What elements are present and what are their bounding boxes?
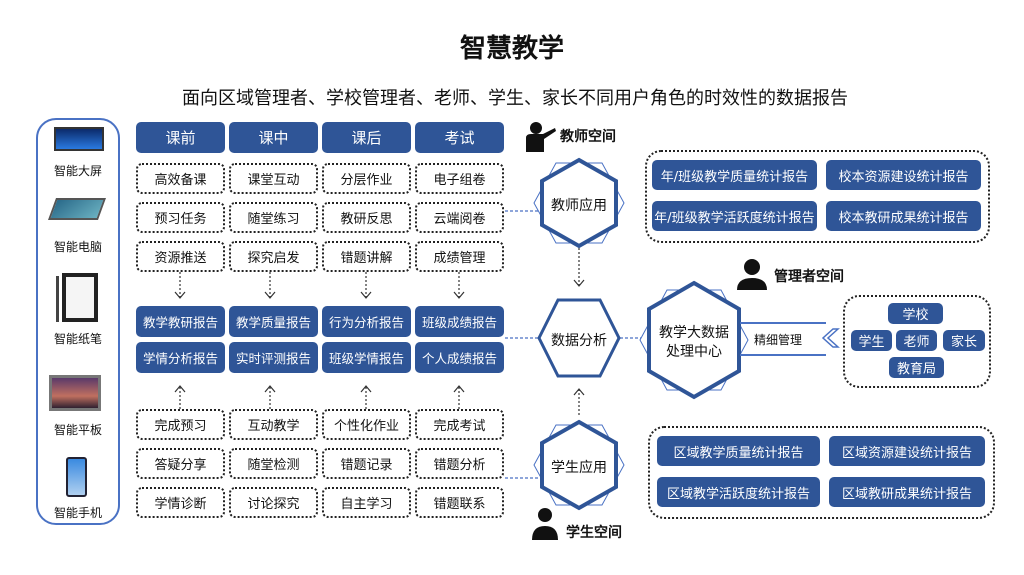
device-label: 智能手机 bbox=[53, 506, 102, 520]
student-function-item[interactable]: 完成预习 bbox=[136, 409, 225, 440]
teacher-function-item[interactable]: 云端阅卷 bbox=[415, 202, 504, 233]
role-button[interactable]: 学校 bbox=[888, 303, 943, 324]
up-arrows bbox=[179, 387, 460, 411]
phase-header[interactable]: 考试 bbox=[415, 122, 504, 153]
device-label: 智能纸笔 bbox=[53, 332, 102, 346]
student-function-item[interactable]: 错题分析 bbox=[415, 448, 504, 479]
device-panel bbox=[36, 118, 120, 525]
report-item[interactable]: 教学质量报告 bbox=[229, 306, 318, 337]
phase-header[interactable]: 课中 bbox=[229, 122, 318, 153]
manager-icon bbox=[737, 259, 767, 290]
report-item[interactable]: 班级学情报告 bbox=[322, 342, 411, 373]
teacher-function-item[interactable]: 教研反思 bbox=[322, 202, 411, 233]
role-button[interactable]: 老师 bbox=[896, 330, 937, 351]
teacher-function-item[interactable]: 错题讲解 bbox=[322, 241, 411, 272]
roles-panel bbox=[843, 295, 991, 388]
region-reports-panel bbox=[648, 426, 995, 519]
teacher-app-label[interactable]: 教师应用 bbox=[551, 198, 607, 214]
teacher-function-item[interactable]: 成绩管理 bbox=[415, 241, 504, 272]
report-item[interactable]: 教学教研报告 bbox=[136, 306, 225, 337]
down-arrows bbox=[179, 272, 460, 297]
smart-pen-image bbox=[56, 276, 59, 322]
teacher-function-item[interactable]: 资源推送 bbox=[136, 241, 225, 272]
chevron-left-icon bbox=[821, 328, 840, 348]
report-item[interactable]: 学情分析报告 bbox=[136, 342, 225, 373]
student-function-item[interactable]: 随堂检测 bbox=[229, 448, 318, 479]
teacher-report-button[interactable]: 校本资源建设统计报告 bbox=[826, 160, 981, 190]
teacher-report-button[interactable]: 年/班级教学质量统计报告 bbox=[652, 160, 817, 190]
device-label: 智能平板 bbox=[53, 423, 102, 437]
teacher-function-item[interactable]: 分层作业 bbox=[322, 163, 411, 194]
e-paper-image bbox=[62, 273, 98, 322]
teacher-report-button[interactable]: 校本教研成果统计报告 bbox=[826, 201, 981, 231]
dashed-links bbox=[505, 210, 648, 479]
smart-screen-image bbox=[54, 127, 104, 151]
student-icon bbox=[532, 508, 558, 540]
student-function-item[interactable]: 错题联系 bbox=[415, 487, 504, 518]
teacher-app-hex bbox=[540, 157, 618, 249]
report-item[interactable]: 班级成绩报告 bbox=[415, 306, 504, 337]
report-item[interactable]: 个人成绩报告 bbox=[415, 342, 504, 373]
role-button[interactable]: 家长 bbox=[943, 330, 985, 351]
teacher-function-item[interactable]: 高效备课 bbox=[136, 163, 225, 194]
fine-management-label: 精细管理 bbox=[754, 333, 803, 347]
teacher-reports-panel bbox=[645, 150, 990, 243]
role-button[interactable]: 教育局 bbox=[889, 357, 944, 378]
student-function-item[interactable]: 完成考试 bbox=[415, 409, 504, 440]
data-center-hex bbox=[647, 280, 741, 400]
phase-header[interactable]: 课前 bbox=[136, 122, 225, 153]
student-app-hex bbox=[540, 419, 618, 511]
student-function-item[interactable]: 自主学习 bbox=[322, 487, 411, 518]
student-space-label: 学生空间 bbox=[566, 525, 622, 541]
report-item[interactable]: 行为分析报告 bbox=[322, 306, 411, 337]
device-label: 智能大屏 bbox=[53, 164, 102, 178]
student-function-item[interactable]: 答疑分享 bbox=[136, 448, 225, 479]
student-function-item[interactable]: 个性化作业 bbox=[322, 409, 411, 440]
region-report-button[interactable]: 区域资源建设统计报告 bbox=[829, 436, 985, 466]
data-analysis-hex bbox=[537, 298, 621, 378]
page-subtitle: 面向区域管理者、学校管理者、老师、学生、家长不同用户角色的时效性的数据报告 bbox=[182, 88, 848, 109]
student-app-label[interactable]: 学生应用 bbox=[551, 460, 607, 476]
region-report-button[interactable]: 区域教学活跃度统计报告 bbox=[657, 477, 820, 507]
data-center-label-1[interactable]: 教学大数据 bbox=[659, 325, 729, 341]
phase-header[interactable]: 课后 bbox=[322, 122, 411, 153]
device-label: 智能电脑 bbox=[53, 240, 102, 254]
teacher-function-item[interactable]: 预习任务 bbox=[136, 202, 225, 233]
student-function-item[interactable]: 讨论探究 bbox=[229, 487, 318, 518]
page-title: 智慧教学 bbox=[459, 34, 564, 64]
manager-space-label: 管理者空间 bbox=[774, 269, 844, 285]
student-function-item[interactable]: 学情诊断 bbox=[136, 487, 225, 518]
teacher-function-item[interactable]: 课堂互动 bbox=[229, 163, 318, 194]
region-report-button[interactable]: 区域教研成果统计报告 bbox=[829, 477, 985, 507]
teacher-function-item[interactable]: 随堂练习 bbox=[229, 202, 318, 233]
teacher-function-item[interactable]: 电子组卷 bbox=[415, 163, 504, 194]
data-center-label-2[interactable]: 处理中心 bbox=[666, 344, 722, 360]
teacher-report-button[interactable]: 年/班级教学活跃度统计报告 bbox=[652, 201, 817, 231]
report-item[interactable]: 实时评测报告 bbox=[229, 342, 318, 373]
student-function-item[interactable]: 错题记录 bbox=[322, 448, 411, 479]
student-function-item[interactable]: 互动教学 bbox=[229, 409, 318, 440]
teacher-space-label: 教师空间 bbox=[560, 129, 616, 145]
region-report-button[interactable]: 区域教学质量统计报告 bbox=[657, 436, 820, 466]
phone-image bbox=[66, 457, 87, 497]
role-button[interactable]: 学生 bbox=[851, 330, 892, 351]
teacher-icon bbox=[526, 122, 556, 152]
data-analysis-label[interactable]: 数据分析 bbox=[551, 333, 607, 349]
teacher-function-item[interactable]: 探究启发 bbox=[229, 241, 318, 272]
tablet-image bbox=[49, 375, 101, 411]
